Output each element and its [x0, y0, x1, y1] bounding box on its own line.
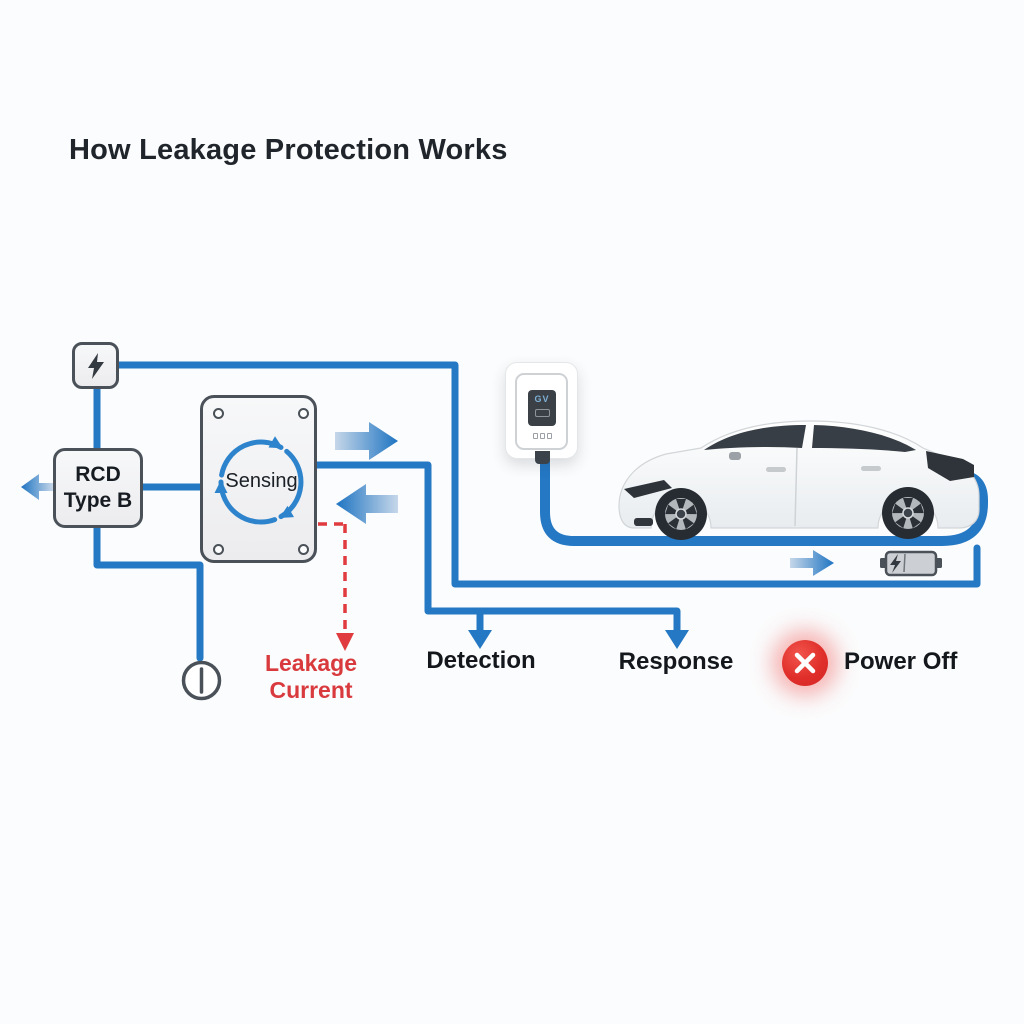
flow-arrow-right	[335, 422, 398, 460]
charger-cable-outlet	[535, 451, 550, 464]
rcd-trip-arrow	[21, 474, 53, 500]
x-icon	[794, 652, 816, 674]
leakage-label-line1: Leakage	[264, 650, 358, 676]
detection-arrowhead	[468, 630, 492, 649]
wire-sensor-out	[313, 461, 681, 635]
rcd-label-line1: RCD	[75, 463, 121, 486]
car-door-handle-front	[766, 467, 786, 472]
flow-arrow-left	[336, 484, 398, 524]
car-front-intake	[634, 518, 653, 526]
page-title: How Leakage Protection Works	[69, 134, 508, 166]
screw-icon	[213, 544, 224, 555]
detection-label: Detection	[426, 647, 536, 674]
power-off-label: Power Off	[844, 648, 958, 675]
car-mirror	[729, 452, 741, 460]
leakage-current-label: Leakage Current	[240, 650, 382, 704]
ev-car-illustration	[618, 420, 980, 540]
charge-port	[926, 451, 974, 481]
car-door-handle-rear	[861, 466, 881, 471]
charger-buttons-icon	[531, 433, 553, 439]
wire-source-loop	[115, 361, 981, 588]
charger-screen-text: GV	[534, 394, 550, 404]
screw-icon	[298, 408, 309, 419]
rcd-box: RCD Type B	[53, 448, 143, 528]
battery-flow-arrow	[790, 550, 834, 576]
leakage-dashed-arrow	[318, 522, 354, 651]
car-rear-glass	[812, 425, 916, 452]
power-symbol-icon	[180, 659, 223, 702]
battery-icon	[880, 550, 942, 577]
sensing-panel: Sensing	[200, 395, 317, 563]
charger-car-icon	[534, 409, 550, 417]
sensing-loop-icon	[214, 436, 304, 525]
lightning-icon	[87, 352, 104, 379]
car-front-glass	[704, 425, 806, 450]
rcd-label-line2: Type B	[63, 489, 133, 512]
car-wheel-front	[655, 488, 707, 540]
charger-screen: GV	[528, 390, 556, 426]
car-headlight	[624, 480, 672, 498]
sensing-label: Sensing	[225, 470, 298, 492]
charger-faceplate: GV	[515, 373, 568, 450]
power-source-box	[72, 342, 119, 389]
response-arrowhead	[665, 630, 689, 649]
screw-icon	[213, 408, 224, 419]
power-off-indicator	[782, 640, 828, 686]
wire-rcd-to-ground	[93, 523, 204, 662]
response-label: Response	[618, 648, 734, 675]
leakage-label-line2: Current	[269, 677, 353, 703]
wallbox-charger: GV	[505, 362, 578, 464]
car-door-seam	[794, 447, 798, 527]
car-wheel-rear	[882, 487, 934, 539]
screw-icon	[298, 544, 309, 555]
